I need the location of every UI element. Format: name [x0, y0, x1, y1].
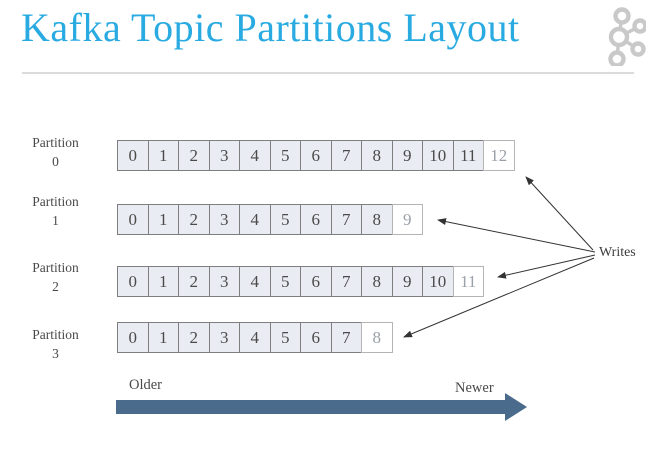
- partition-label-name: Partition: [32, 260, 79, 275]
- kafka-logo-icon: [608, 7, 646, 66]
- write-arrow-p1: [437, 218, 596, 253]
- offset-cell: 2: [178, 322, 210, 353]
- partition-label: Partition 0: [13, 133, 98, 171]
- offset-cell: 11: [452, 140, 484, 171]
- partition-label: Partition 2: [13, 258, 98, 296]
- page-title: Kafka Topic Partitions Layout: [21, 5, 520, 50]
- offset-cell: 10: [422, 266, 454, 297]
- offset-cell: 2: [178, 140, 210, 171]
- partition-label-name: Partition: [32, 327, 79, 342]
- offset-cell: 10: [422, 140, 454, 171]
- offset-cell: 3: [208, 266, 240, 297]
- offset-cell: 3: [208, 140, 240, 171]
- offset-cell: 4: [239, 140, 271, 171]
- partition-label-number: 3: [52, 346, 59, 361]
- offset-cell: 4: [239, 322, 271, 353]
- partition-label: Partition 3: [13, 325, 98, 363]
- offset-cell: 6: [300, 140, 332, 171]
- offset-cell: 6: [300, 322, 332, 353]
- partition-label-number: 2: [52, 279, 59, 294]
- offset-cell: 0: [117, 266, 149, 297]
- offset-cell: 8: [361, 140, 393, 171]
- partition-label-name: Partition: [32, 194, 79, 209]
- partition-label-name: Partition: [32, 135, 79, 150]
- partition-label: Partition 1: [13, 192, 98, 230]
- next-offset-cell: 9: [391, 204, 423, 235]
- offset-cell: 2: [178, 266, 210, 297]
- offset-cell: 1: [147, 204, 179, 235]
- offset-cell: 7: [330, 140, 362, 171]
- offset-cell: 6: [300, 266, 332, 297]
- offset-cell: 5: [269, 266, 301, 297]
- offset-cell: 8: [361, 204, 393, 235]
- offset-cell: 8: [361, 266, 393, 297]
- writes-label: Writes: [599, 245, 636, 260]
- newer-label: Newer: [455, 380, 494, 396]
- offset-cell: 7: [330, 322, 362, 353]
- timeline-arrow: [116, 393, 527, 421]
- write-arrow-p2: [497, 254, 596, 279]
- next-offset-cell: 8: [361, 322, 393, 353]
- offset-cell: 5: [269, 140, 301, 171]
- offset-cell: 1: [147, 140, 179, 171]
- offset-cell: 1: [147, 322, 179, 353]
- offset-cell: 0: [117, 204, 149, 235]
- next-offset-cell: 11: [452, 266, 484, 297]
- offset-cell: 5: [269, 322, 301, 353]
- write-arrow-p0: [525, 176, 594, 251]
- offset-cell: 9: [391, 266, 423, 297]
- offset-cell: 3: [208, 204, 240, 235]
- offset-cell: 1: [147, 266, 179, 297]
- offset-cell: 0: [117, 140, 149, 171]
- partition-label-number: 1: [52, 213, 59, 228]
- offset-cell: 7: [330, 204, 362, 235]
- older-label: Older: [129, 377, 163, 393]
- offset-cell: 9: [391, 140, 423, 171]
- offset-cell: 4: [239, 266, 271, 297]
- offset-cell: 3: [208, 322, 240, 353]
- partition-label-number: 0: [52, 154, 59, 169]
- offset-cell: 0: [117, 322, 149, 353]
- next-offset-cell: 12: [483, 140, 515, 171]
- offset-cell: 5: [269, 204, 301, 235]
- title-divider: [22, 72, 634, 74]
- offset-cell: 6: [300, 204, 332, 235]
- offset-cell: 2: [178, 204, 210, 235]
- offset-cell: 4: [239, 204, 271, 235]
- offset-cell: 7: [330, 266, 362, 297]
